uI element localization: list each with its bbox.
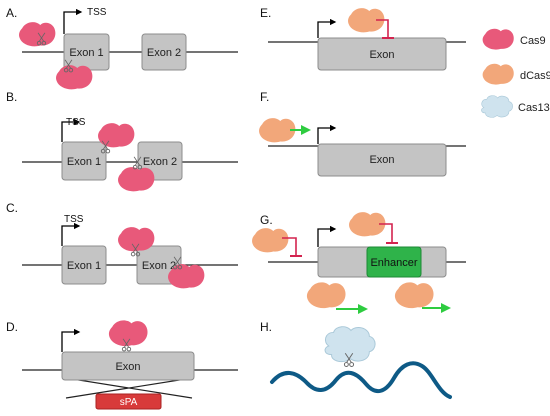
exon-label: Exon (369, 49, 394, 61)
tss-arrow (63, 8, 83, 34)
exon-label: Exon (115, 361, 140, 373)
exon-2-label: Exon 2 (147, 47, 181, 59)
repressor-line (376, 19, 389, 38)
panel-a: A. Exon 1 Exon 2 TSS (6, 6, 238, 90)
exon-2-label: Exon 2 (143, 156, 177, 168)
dcas9-protein-icon (259, 118, 296, 143)
tss-arrow (317, 18, 337, 38)
tss-arrow (61, 328, 81, 352)
panel-h: H. (260, 320, 452, 399)
exon-box (317, 143, 447, 177)
cas9-protein-icon (108, 320, 148, 347)
exon-1-box (61, 245, 107, 285)
legend-dcas9: dCas9 (520, 70, 550, 82)
tss-arrow (61, 222, 81, 246)
enhancer-label: Enhancer (370, 257, 417, 269)
exon-1-box (61, 141, 107, 181)
rna-strand (270, 361, 452, 399)
panel-g: G. Enhancer (252, 212, 466, 314)
panel-d: D. Exon sPA (6, 320, 238, 410)
cas13-protein-icon (481, 95, 513, 118)
panel-e: E. Exon (260, 6, 466, 71)
panel-label-e: E. (260, 6, 271, 20)
legend: Cas9 dCas9 Cas13 (481, 28, 550, 118)
exon-box (61, 351, 195, 381)
tss-label: TSS (66, 117, 86, 128)
exon-1-label: Exon 1 (67, 260, 101, 272)
spa-box (95, 393, 162, 410)
tss-label: TSS (64, 214, 84, 225)
dcas9-protein-icon (394, 282, 434, 309)
spa-label: sPA (120, 397, 138, 408)
enhancer-box (366, 246, 422, 278)
repressor-line (282, 237, 297, 256)
panel-f: F. Exon (259, 90, 466, 177)
legend-cas9: Cas9 (520, 35, 546, 47)
legend-cas13: Cas13 (518, 102, 550, 114)
panel-c: C. Exon 1 Exon 2 TSS (6, 201, 238, 289)
panel-label-f: F. (260, 90, 269, 104)
cas9-protein-icon (56, 65, 93, 90)
panel-label-a: A. (6, 6, 17, 20)
exon-label: Exon (369, 154, 394, 166)
tss-arrow (317, 225, 337, 247)
exon-2-box (141, 33, 187, 71)
exon-1-label: Exon 1 (69, 47, 103, 59)
cas9-protein-icon (118, 167, 155, 192)
panel-b: B. Exon 1 Exon 2 TSS (6, 90, 238, 192)
dcas9-protein-icon (306, 282, 346, 309)
tss-arrow (317, 124, 337, 144)
repressor-line (379, 223, 393, 243)
panel-label-h: H. (260, 320, 272, 334)
panel-label-b: B. (6, 90, 17, 104)
exon-1-label: Exon 1 (67, 156, 101, 168)
cross-line (65, 377, 193, 399)
tss-arrow (61, 118, 81, 142)
panel-label-g: G. (260, 213, 273, 227)
panel-label-c: C. (6, 201, 18, 215)
cas9-protein-icon (482, 28, 514, 50)
dcas9-protein-icon (252, 228, 289, 253)
panel-label-d: D. (6, 320, 18, 334)
exon-2-label: Exon 2 (142, 260, 176, 272)
dcas9-protein-icon (482, 63, 514, 85)
tss-label: TSS (87, 7, 107, 18)
